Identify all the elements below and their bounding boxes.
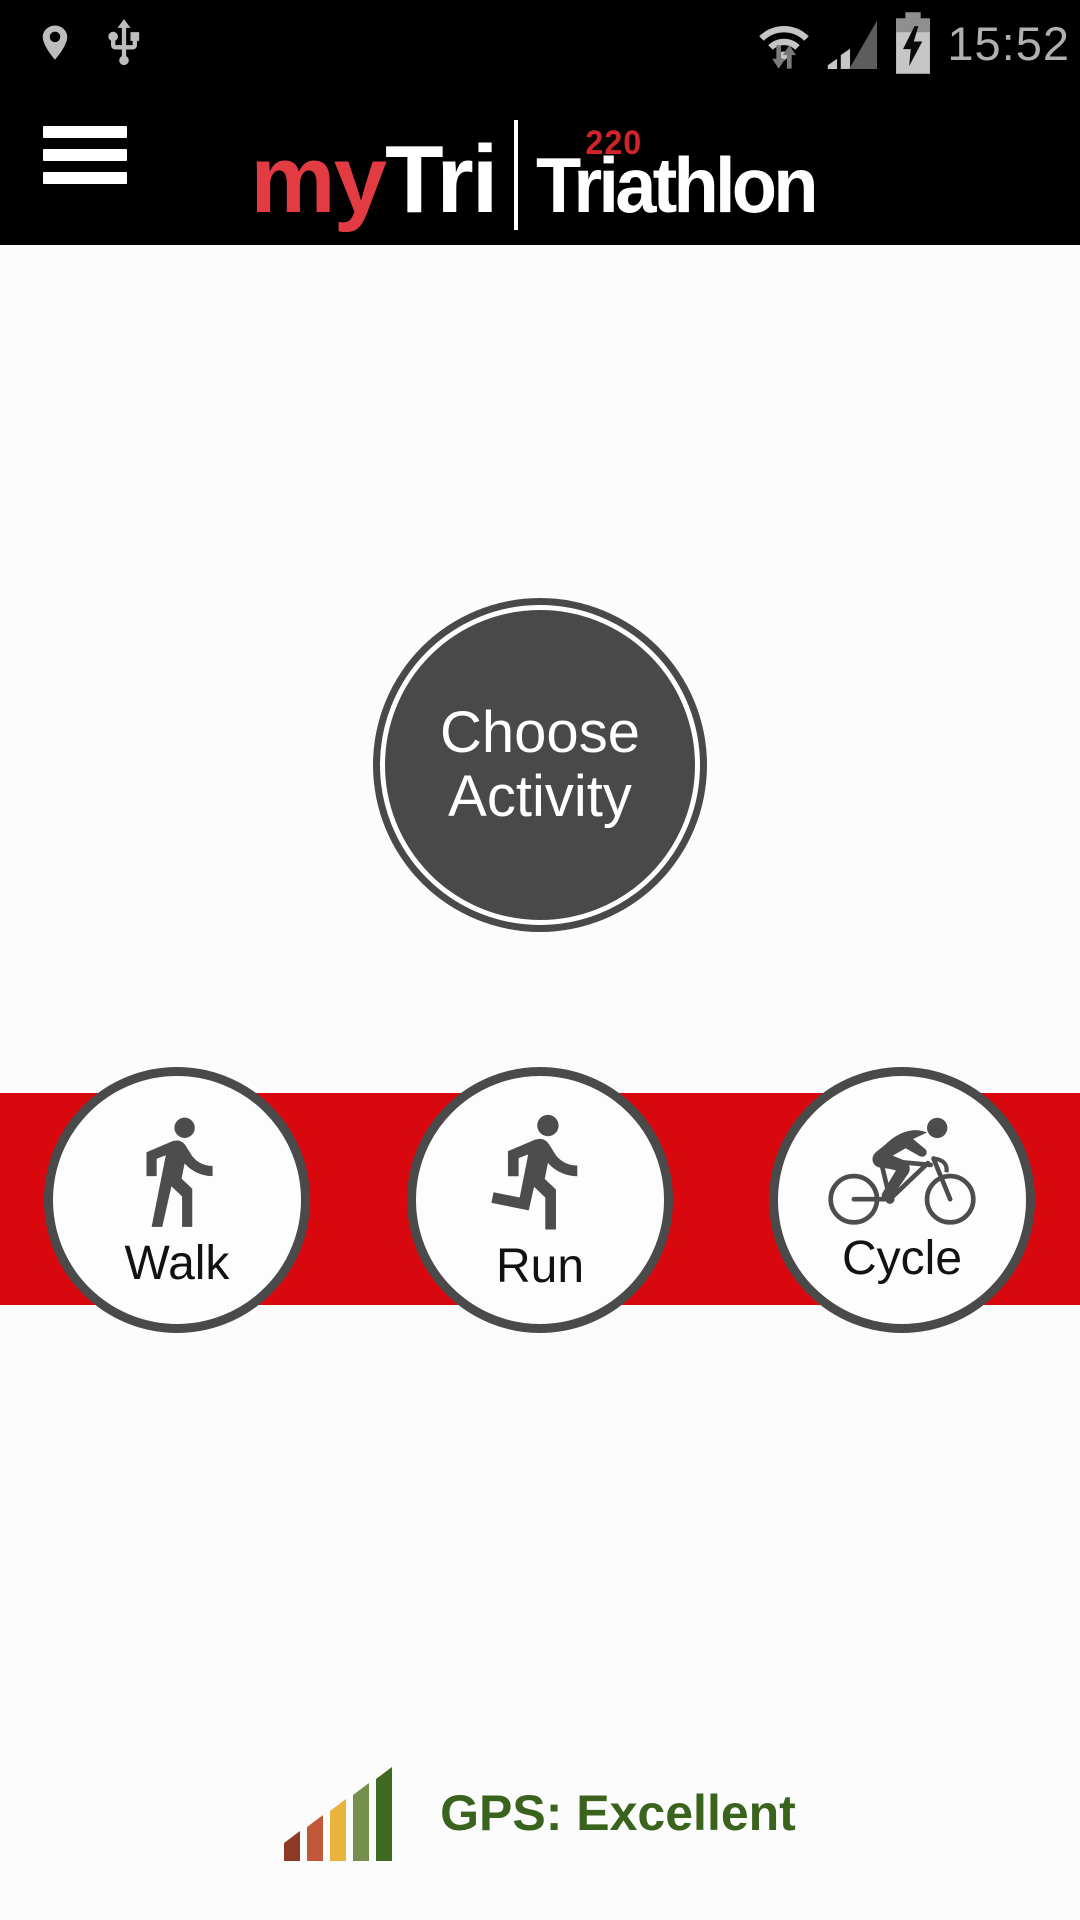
clock: 15:52: [947, 16, 1070, 70]
gps-status-text: GPS: Excellent: [440, 1785, 796, 1841]
logo-220: 220: [585, 124, 643, 162]
run-button[interactable]: Run: [407, 1067, 673, 1333]
battery-charging-icon: [896, 12, 931, 74]
logo-triathlon: Triathlon: [536, 141, 818, 229]
run-icon: [491, 1114, 578, 1230]
usb-icon: [108, 19, 140, 66]
run-label: Run: [495, 1239, 585, 1293]
gps-signal-bars-icon: [284, 1767, 393, 1861]
walk-button[interactable]: Walk: [44, 1067, 310, 1333]
status-icons-right: 15:52: [757, 12, 1070, 74]
logo-separator: [514, 120, 519, 230]
menu-button[interactable]: [43, 126, 127, 184]
wifi-data-icon: [759, 26, 810, 69]
app-header: my Tri 220 Triathlon: [0, 80, 1080, 245]
cycle-label: Cycle: [841, 1232, 963, 1285]
logo-tri: Tri: [385, 126, 498, 233]
walk-icon: [146, 1117, 213, 1227]
status-icons-left: [34, 15, 150, 71]
gps-status: GPS: Excellent: [0, 1758, 1080, 1868]
cycle-icon: [828, 1117, 976, 1225]
logo-my: my: [250, 126, 387, 233]
walk-label: Walk: [124, 1236, 230, 1290]
top-bar: 15:52 my Tri 220 Triathlon: [0, 0, 1080, 245]
choose-activity-label: Choose Activity: [440, 700, 640, 829]
choose-activity-button[interactable]: Choose Activity: [373, 598, 707, 932]
cell-signal-icon: [828, 20, 878, 69]
app-logo: my Tri 220 Triathlon: [0, 80, 1080, 235]
location-icon: [42, 25, 68, 60]
cycle-button[interactable]: Cycle: [769, 1067, 1035, 1333]
logo-magazine: 220 Triathlon: [536, 124, 818, 231]
status-bar: 15:52: [0, 0, 1080, 80]
